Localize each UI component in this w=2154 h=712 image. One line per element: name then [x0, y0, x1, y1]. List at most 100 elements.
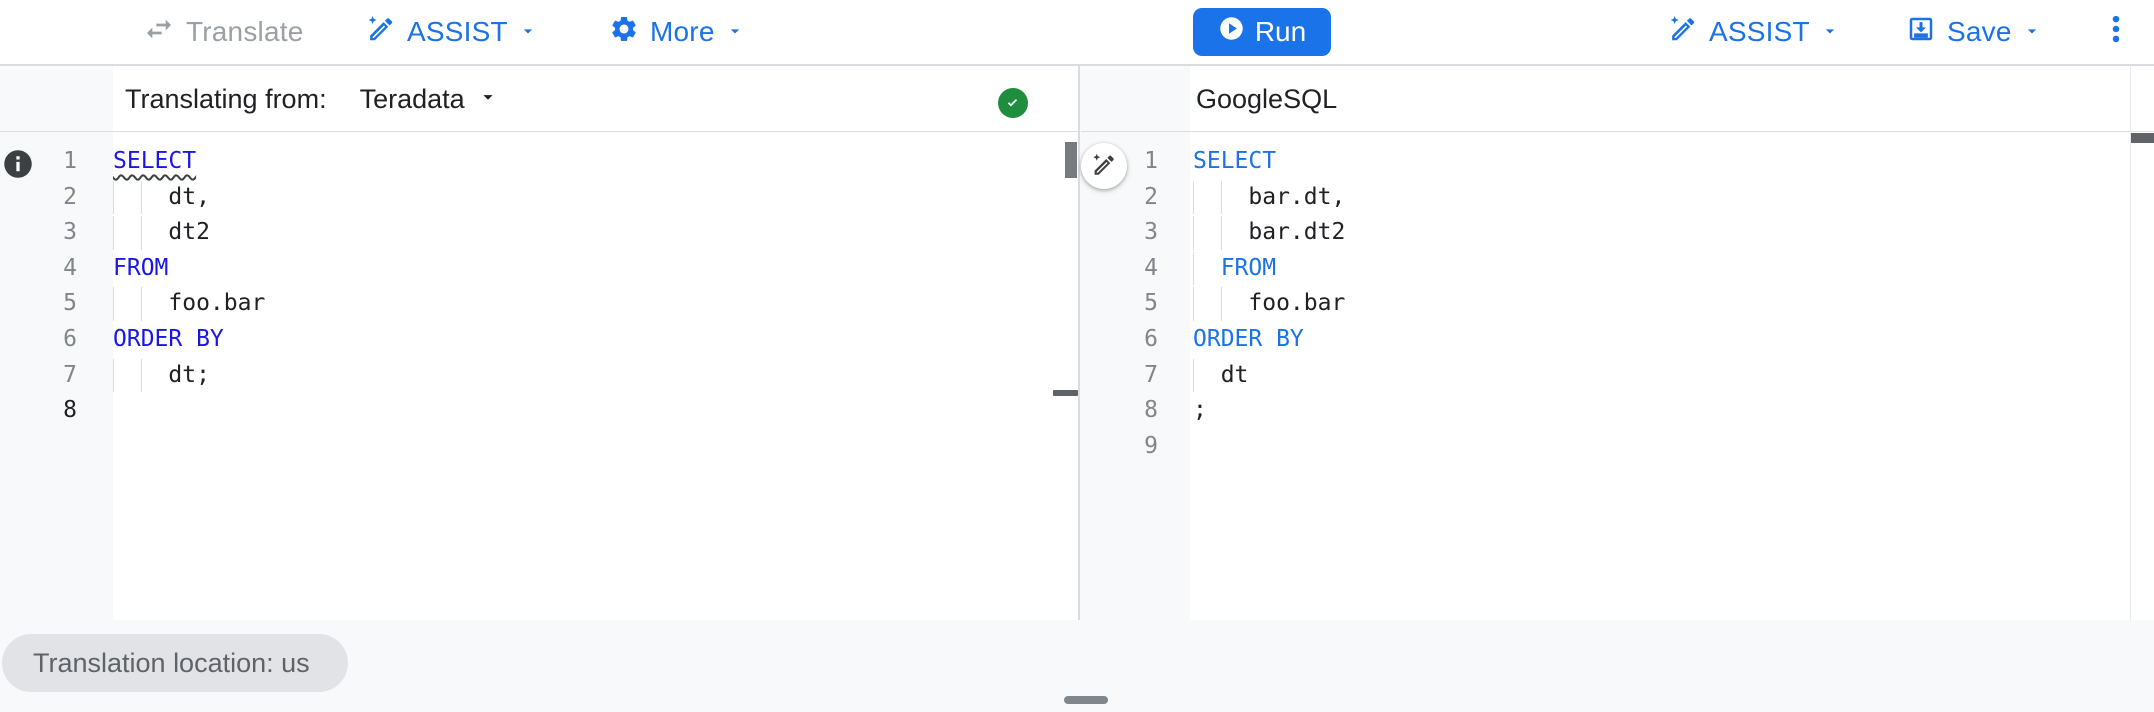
- code-line: bar.dt,: [1193, 180, 2123, 216]
- sql-text: dt2: [113, 219, 210, 246]
- code-line: dt,: [113, 180, 1053, 216]
- inline-assist-wand-button[interactable]: [1081, 143, 1127, 189]
- line-number: 6: [1144, 325, 1158, 352]
- line-number: 9: [1144, 432, 1158, 459]
- line-number: 3: [1144, 219, 1158, 246]
- translation-location-chip: Translation location: us: [2, 634, 348, 692]
- sql-text: [1193, 255, 1221, 281]
- code-line: [113, 393, 1053, 429]
- indent-guide: [140, 216, 142, 250]
- sql-text: bar.dt2: [1193, 219, 1346, 246]
- code-line: dt;: [113, 358, 1053, 394]
- source-dialect-value: Teradata: [359, 83, 465, 114]
- indent-guide: [1193, 216, 1194, 250]
- sql-keyword: ORDER BY: [1193, 325, 1304, 352]
- chevron-down-icon: [2022, 16, 2042, 48]
- chevron-down-icon: [518, 16, 538, 48]
- sql-keyword: ORDER BY: [113, 325, 224, 352]
- info-icon[interactable]: [3, 149, 33, 179]
- line-number: 1: [1144, 148, 1158, 174]
- left-header-divider: [0, 131, 1078, 132]
- target-dialect-label: GoogleSQL: [1196, 83, 1338, 114]
- sql-keyword: SELECT: [113, 148, 197, 174]
- more-button[interactable]: More: [609, 0, 745, 64]
- line-number: 3: [63, 219, 77, 246]
- line-number: 7: [1144, 361, 1158, 388]
- sql-keyword: FROM: [1220, 254, 1277, 281]
- assist-button-right[interactable]: ASSIST: [1668, 0, 1840, 64]
- indent-guide: [1193, 180, 1194, 215]
- save-icon: [1906, 14, 1936, 51]
- run-button[interactable]: Run: [1193, 8, 1331, 56]
- indent-guide: [113, 216, 114, 250]
- line-number: 6: [63, 325, 77, 352]
- pen-spark-icon: [1091, 152, 1117, 181]
- indent-guide: [1193, 287, 1194, 321]
- sql-text: dt,: [113, 183, 210, 210]
- gear-icon: [609, 14, 639, 51]
- indent-guide: [140, 287, 142, 321]
- indent-guide: [113, 180, 114, 215]
- code-line: [1193, 429, 2123, 465]
- chevron-down-icon: [477, 84, 499, 115]
- assist-label: ASSIST: [1709, 16, 1810, 47]
- line-number: 2: [1144, 183, 1158, 210]
- right-overview-ruler-marker: [2131, 133, 2154, 143]
- line-number: 4: [63, 254, 77, 281]
- indent-guide: [113, 287, 114, 321]
- sql-text: dt;: [113, 361, 210, 388]
- code-line: dt: [1193, 358, 2123, 394]
- save-button[interactable]: Save: [1906, 0, 2042, 64]
- more-label: More: [650, 16, 715, 47]
- overflow-menu-button[interactable]: [2096, 0, 2136, 64]
- code-line: ORDER BY: [113, 322, 1053, 358]
- sql-keyword: FROM: [113, 254, 169, 281]
- sql-text: foo.bar: [113, 290, 266, 317]
- code-line: SELECT: [113, 144, 1053, 180]
- panel-splitter[interactable]: [1078, 66, 1080, 620]
- indent-guide: [140, 358, 142, 393]
- kebab-menu-icon: [2099, 12, 2133, 53]
- code-line: foo.bar: [113, 286, 1053, 322]
- source-dialect-dropdown[interactable]: Teradata: [360, 84, 499, 115]
- code-line: foo.bar: [1193, 286, 2123, 322]
- bottom-splitter-handle[interactable]: [1064, 696, 1108, 704]
- source-panel-header: Translating from: Teradata: [113, 66, 1078, 132]
- code-line: FROM: [1193, 251, 2123, 287]
- assist-button-left[interactable]: ASSIST: [366, 0, 538, 64]
- translate-label: Translate: [186, 16, 304, 47]
- translate-button[interactable]: Translate: [143, 0, 303, 64]
- indent-guide: [1220, 216, 1222, 250]
- check-circle-icon: [998, 88, 1028, 118]
- swap-horizontal-icon: [143, 13, 175, 52]
- line-number: 4: [1144, 254, 1158, 281]
- save-label: Save: [1947, 16, 2012, 47]
- indent-guide: [140, 180, 142, 215]
- code-line: FROM: [113, 251, 1053, 287]
- top-toolbar: Translate ASSIST More Run: [0, 0, 2154, 66]
- code-line: dt2: [113, 215, 1053, 251]
- sql-text: bar.dt,: [1193, 183, 1346, 210]
- sql-text: ;: [1193, 397, 1207, 424]
- indent-guide: [1220, 287, 1222, 321]
- code-line: SELECT: [1193, 144, 2123, 180]
- left-editor-scrollbar-thumb[interactable]: [1065, 142, 1077, 178]
- pen-spark-icon: [1668, 14, 1698, 51]
- sql-text: dt: [1193, 361, 1249, 388]
- line-number: 5: [1144, 290, 1158, 317]
- line-number: 1: [63, 148, 77, 174]
- line-number: 7: [63, 361, 77, 388]
- right-scrollbar-track: [2130, 66, 2131, 620]
- translation-location-label: Translation location: us: [33, 647, 310, 678]
- code-line: ORDER BY: [1193, 322, 2123, 358]
- sql-keyword: SELECT: [1193, 148, 1277, 174]
- target-panel-header: GoogleSQL: [1190, 66, 2130, 132]
- sql-text: foo.bar: [1193, 290, 1346, 317]
- assist-label: ASSIST: [407, 16, 508, 47]
- chevron-down-icon: [725, 16, 745, 48]
